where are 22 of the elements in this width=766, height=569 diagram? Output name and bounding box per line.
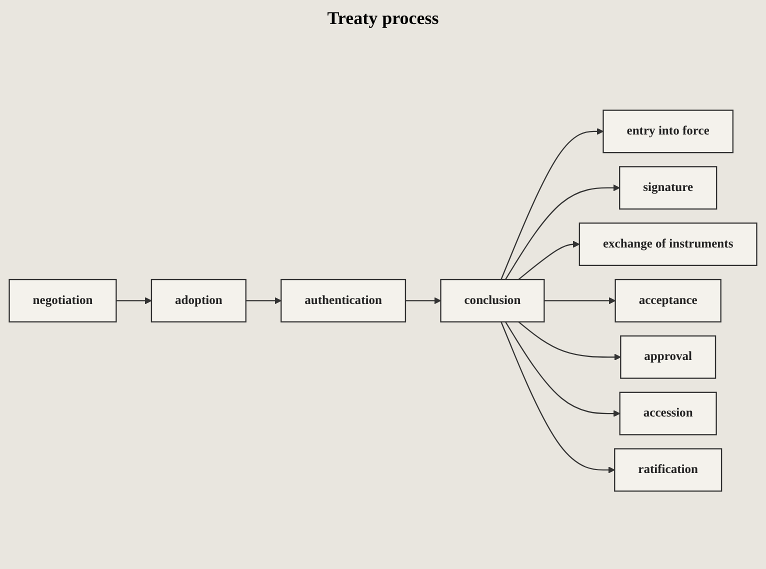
- diagram-title: Treaty process: [327, 8, 439, 29]
- arrow: [504, 322, 620, 418]
- node-box: signature: [619, 166, 718, 210]
- node-box: accession: [619, 392, 717, 436]
- arrow: [500, 128, 604, 280]
- node-box: negotiation: [8, 279, 117, 323]
- arrow: [518, 241, 580, 280]
- arrow: [500, 322, 615, 474]
- arrow: [246, 298, 282, 304]
- node-box: conclusion: [440, 279, 545, 323]
- node-box: entry into force: [602, 110, 734, 154]
- arrow: [116, 298, 152, 304]
- node-box: acceptance: [614, 279, 722, 323]
- arrow: [504, 184, 620, 280]
- arrow: [518, 322, 621, 361]
- node-box: exchange of instruments: [578, 222, 758, 266]
- arrow: [405, 298, 442, 304]
- arrow: [544, 298, 616, 304]
- node-box: adoption: [150, 279, 246, 323]
- node-box: approval: [620, 336, 716, 380]
- node-box: authentication: [280, 279, 406, 323]
- node-box: ratification: [614, 448, 722, 492]
